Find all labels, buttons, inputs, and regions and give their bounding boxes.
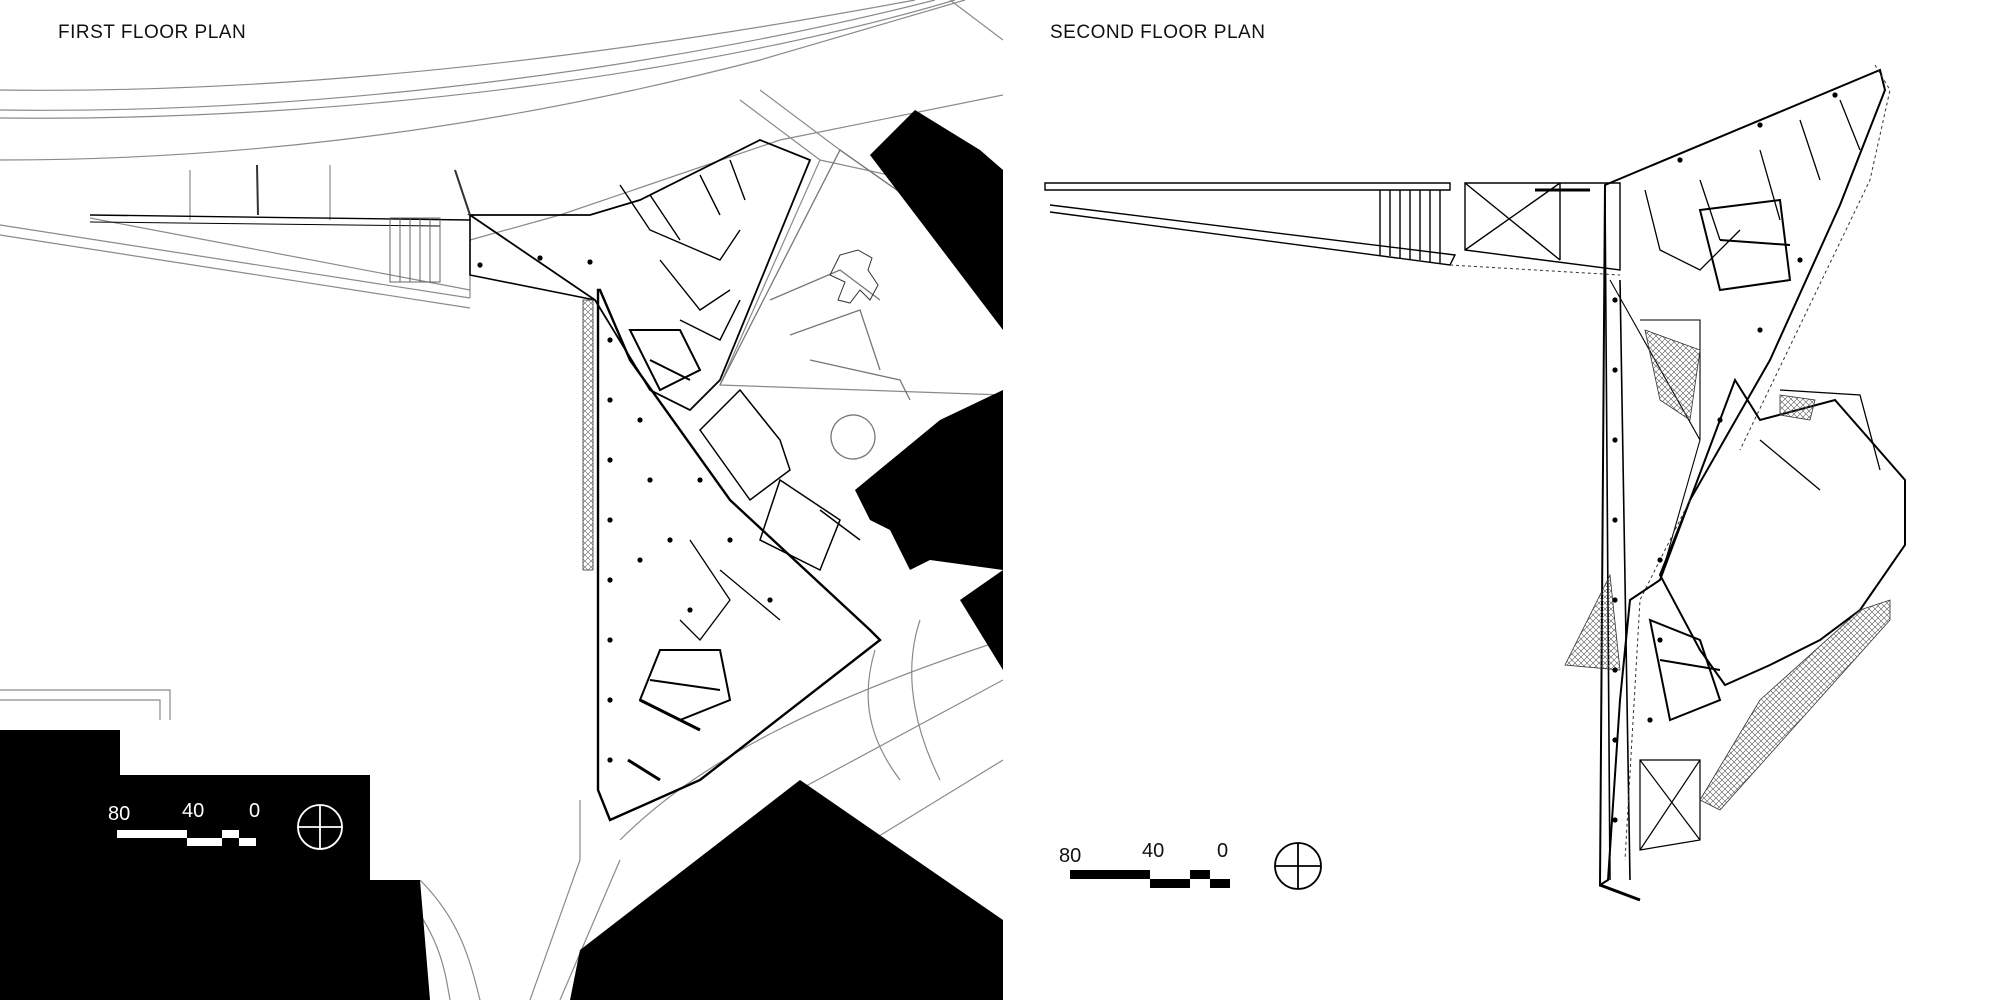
north-arrow-icon	[1274, 842, 1322, 890]
scale-label-0: 0	[249, 800, 261, 822]
scale-label-80-second: 80	[1059, 845, 1082, 867]
bridge-wing	[1044, 182, 1621, 271]
scale-label-40-second: 40	[1142, 840, 1165, 862]
second-floor-plan-drawing	[1044, 64, 1906, 902]
scale-bar-icon	[117, 830, 256, 846]
scale-label-40: 40	[182, 800, 205, 822]
building-outline-second	[1598, 68, 1906, 902]
first-floor-plan-title: FIRST FLOOR PLAN	[58, 22, 247, 43]
first-floor-plan-panel: FIRST FLOOR PLAN 80 40 0	[0, 0, 1003, 1000]
scale-label-80: 80	[108, 803, 131, 825]
first-floor-plan-drawing	[0, 0, 1003, 1000]
building-outline	[89, 139, 882, 822]
scale-label-0-second: 0	[1217, 840, 1229, 862]
dashed-edges	[1449, 64, 1891, 861]
column-grid	[477, 255, 773, 763]
scale-bar-icon	[1070, 870, 1230, 888]
neighbouring-buildings	[0, 110, 1003, 1000]
second-floor-plan-panel	[1003, 0, 2000, 1000]
north-arrow-icon	[297, 804, 343, 850]
second-floor-plan-title: SECOND FLOOR PLAN	[1050, 22, 1266, 43]
column-grid-second	[1612, 92, 1838, 823]
west-walkway	[256, 164, 594, 571]
site-context-lines	[0, 0, 1003, 1000]
hatched-areas	[1564, 329, 1891, 811]
